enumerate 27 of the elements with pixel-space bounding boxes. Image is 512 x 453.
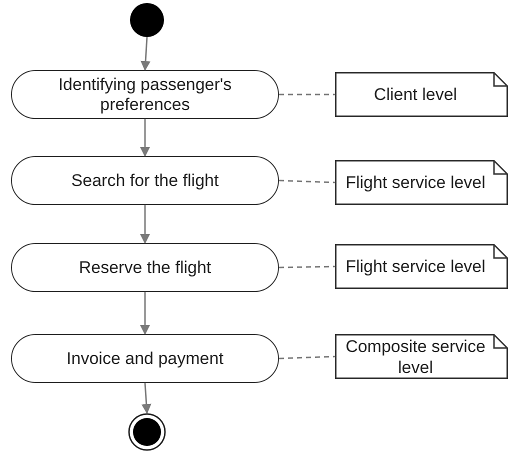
note-box	[335, 244, 508, 289]
activity-box	[11, 243, 279, 292]
note-text: Client level	[372, 84, 458, 105]
dashed-connector	[278, 266, 336, 268]
dashed-connector	[278, 180, 336, 184]
flow-arrow	[140, 205, 150, 244]
activity-box	[11, 156, 279, 205]
initial-node	[130, 3, 164, 37]
activity-label: Identifying passenger's preferences	[57, 74, 233, 114]
activity-label: Reserve the flight	[78, 258, 212, 278]
note-box	[335, 160, 508, 205]
flow-arrow	[141, 382, 152, 414]
activity-box	[11, 70, 279, 119]
activity-label: Invoice and payment	[66, 348, 224, 368]
note-text: Composite service level	[344, 336, 486, 378]
flow-arrow	[140, 292, 150, 335]
note-box	[335, 72, 508, 117]
activity-label: Search for the flight	[71, 170, 219, 190]
note-text: Flight service level	[344, 172, 486, 193]
final-node	[128, 413, 166, 451]
activity-box	[11, 334, 279, 383]
note-box	[335, 334, 508, 379]
flow-arrow	[140, 119, 150, 157]
note-text: Flight service level	[344, 256, 486, 277]
flow-arrow	[140, 36, 151, 71]
dashed-connector	[279, 94, 335, 96]
dashed-connector	[278, 356, 336, 360]
